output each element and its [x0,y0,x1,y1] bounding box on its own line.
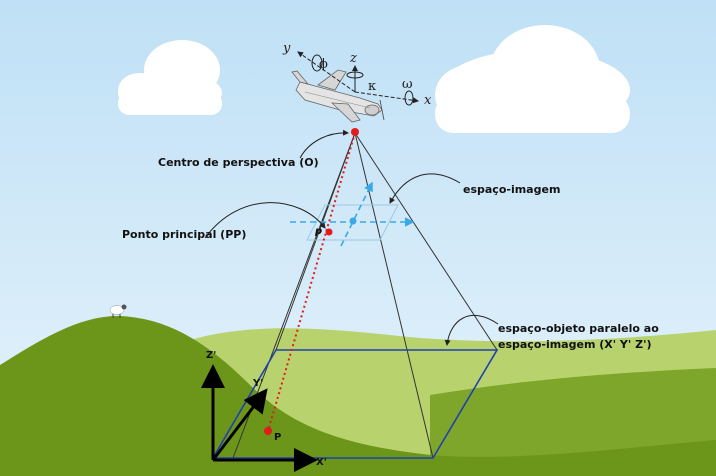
perspective-center-label: Centro de perspectiva (O) [158,156,319,169]
image-point-label: p [314,226,322,237]
object-space-label-line1: espaço-objeto paralelo ao [498,322,659,335]
aircraft-axis-z-label: z [349,51,357,66]
ground-point-P [264,427,272,435]
aircraft-axes [297,51,419,106]
object-space-axes [201,364,318,472]
principal-point-label: Ponto principal (PP) [122,228,246,241]
cloud-right [435,25,630,133]
aircraft-axis-omega-label: ω [402,77,413,92]
hill-dark [0,315,716,476]
aircraft-axis-y-label: y [282,41,291,56]
projection-ray [267,132,356,432]
image-space-plane [290,181,415,247]
axis-z-prime-label: Z' [206,350,216,361]
cloud-left [118,40,222,115]
image-space-label: espaço-imagem [463,183,560,196]
sheep-icon [109,304,127,318]
aircraft-axis-kappa-label: κ [368,79,376,94]
aircraft-icon [291,69,385,123]
perspective-center-point [351,128,359,136]
image-point-p [325,228,333,236]
aircraft-axis-phi-label: ϕ [319,57,328,72]
axis-y-prime-label: Y' [252,378,263,389]
ground-point-label: P [274,432,281,443]
object-space-label-line2: espaço-imagem (X' Y' Z') [498,338,651,351]
object-space-plane [211,349,499,459]
aircraft-axis-x-label: x [424,93,432,108]
axis-x-prime-label: X' [316,457,327,468]
callout-lines [204,129,499,346]
